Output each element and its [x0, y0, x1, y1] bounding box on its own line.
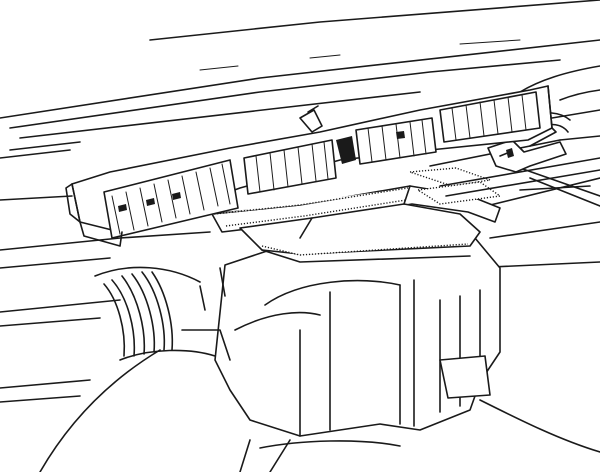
cable-loom: [429, 139, 600, 207]
heater-box: [0, 231, 600, 472]
vent-right: [439, 91, 541, 143]
windscreen-edge: [149, 0, 600, 71]
air-vent-assembly: [65, 85, 557, 247]
bracket: [487, 112, 571, 173]
vent-centre-left: [243, 139, 337, 195]
vent-centre-right: [355, 117, 437, 165]
centre-clip: [299, 105, 356, 164]
side-hose: [39, 266, 216, 472]
distribution-duct: [211, 185, 501, 263]
vent-left: [103, 159, 239, 239]
